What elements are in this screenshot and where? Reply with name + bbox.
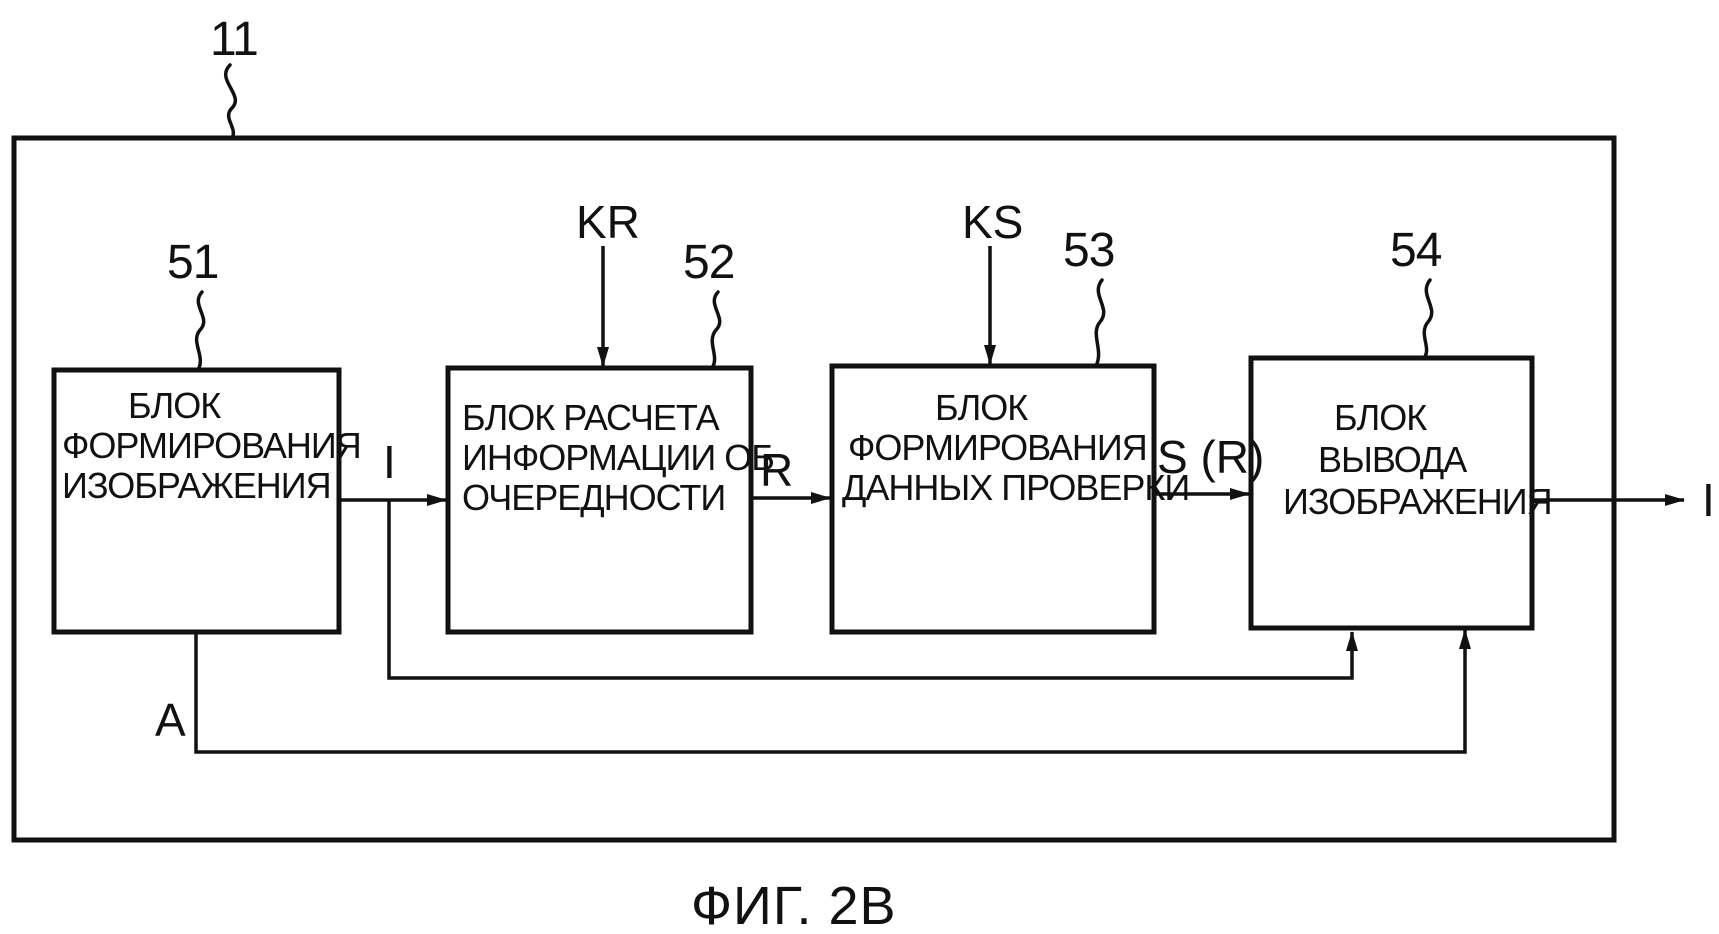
block-53-ref-number: 53 (1063, 224, 1114, 277)
block-52-leader-line (710, 290, 722, 370)
block-51-leader-line (194, 290, 206, 372)
key-kr-label: KR (576, 196, 640, 248)
bypass-i-line (387, 500, 1358, 680)
device-ref-number: 11 (210, 13, 258, 66)
block-53-label-line-2: ФОРМИРОВАНИЯ (848, 427, 1147, 468)
key-ks-label: KS (962, 196, 1023, 248)
block-54-label-line-2: ВЫВОДА (1318, 439, 1467, 480)
signal-a-label: A (155, 694, 186, 746)
signal-a-line (194, 629, 1471, 754)
block-54-label-line-3: ИЗОБРАЖЕНИЯ (1283, 481, 1552, 522)
output-i-label: I (1702, 474, 1715, 526)
signal-r-label: R (760, 444, 793, 496)
figure-caption: ФИГ. 2В (691, 876, 897, 934)
block-51-label-line-2: ФОРМИРОВАНИЯ (62, 425, 361, 466)
block-53-leader-line (1094, 278, 1106, 368)
device-leader-line (223, 63, 238, 140)
block-51-label-line-3: ИЗОБРАЖЕНИЯ (62, 465, 331, 506)
block-52-label-line-3: ОЧЕРЕДНОСТИ (462, 477, 725, 518)
signal-i-label: I (383, 436, 396, 488)
block-51-ref-number: 51 (167, 236, 218, 289)
signal-s-label: S (R) (1157, 431, 1264, 483)
block-54-ref-number: 54 (1390, 224, 1442, 277)
block-53-label-line-3: ДАННЫХ ПРОВЕРКИ (842, 467, 1189, 508)
block-54-label-line-1: БЛОК (1334, 397, 1427, 438)
block-51-label-line-1: БЛОК (128, 385, 221, 426)
block-54-leader-line (1422, 278, 1434, 360)
device-frame (11, 135, 1617, 843)
block-53-label-line-1: БЛОК (935, 387, 1028, 428)
block-52-label-line-2: ИНФОРМАЦИИ ОБ (462, 437, 774, 478)
block-52-rank-calculation (445, 365, 754, 635)
block-54-image-output (1248, 355, 1535, 631)
block-52-ref-number: 52 (683, 236, 734, 289)
block-52-label-line-1: БЛОК РАСЧЕТА (462, 397, 720, 438)
block-53-check-data-forming (829, 363, 1157, 635)
